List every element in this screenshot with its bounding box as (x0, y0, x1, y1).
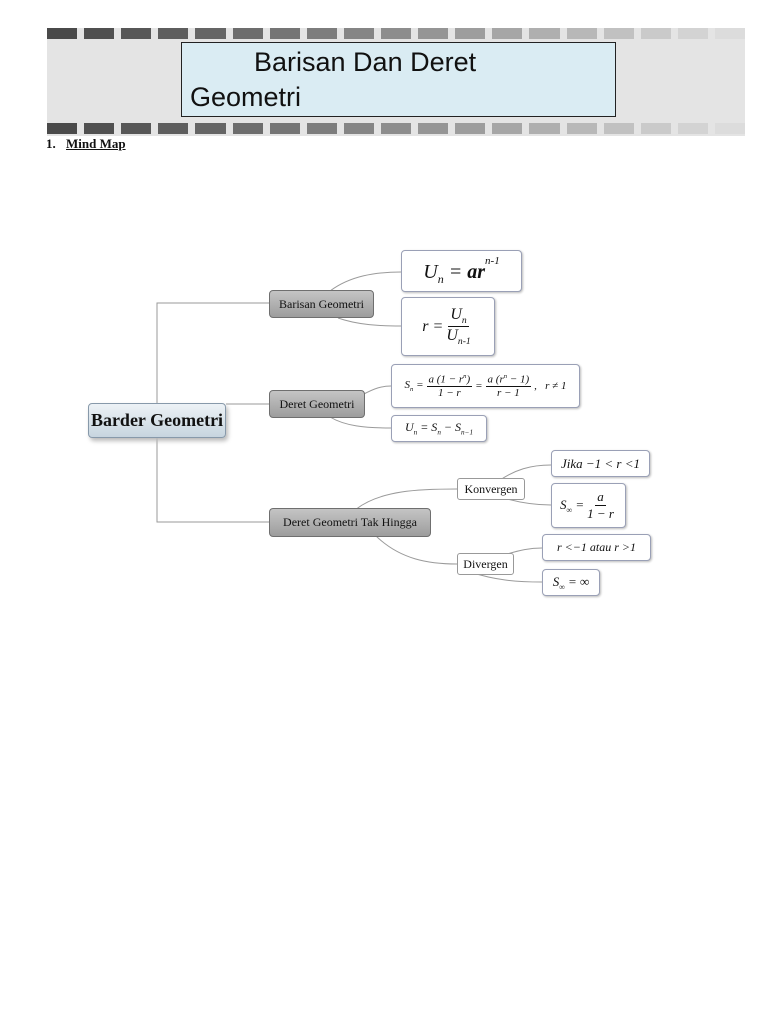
page-title-line2: Geometri (190, 82, 302, 112)
formula-un-sn: Un = Sn − Sn−1 (391, 415, 487, 442)
section-label: Mind Map (66, 136, 126, 151)
section-number: 1. (46, 136, 56, 151)
node-konvergen: Konvergen (457, 478, 525, 500)
formula-s-infinity-divergen: S∞ = ∞ (542, 569, 600, 596)
node-barisan-geometri: Barisan Geometri (269, 290, 374, 318)
decorative-strip-top (47, 28, 746, 39)
page-title-line1: Barisan Dan Deret (254, 47, 477, 77)
formula-sn: Sn = a (1 − rn)1 − r = a (rn − 1)r − 1 ,… (391, 364, 580, 408)
formula-un: Un = arn-1 (401, 250, 522, 292)
node-deret-geometri: Deret Geometri (269, 390, 365, 418)
title-box: Barisan Dan Deret Geometri (181, 42, 616, 117)
formula-jika-konvergen: Jika −1 < r <1 (551, 450, 650, 477)
node-divergen: Divergen (457, 553, 514, 575)
section-heading: 1. Mind Map (46, 136, 126, 152)
formula-divergen-condition: r <−1 atau r >1 (542, 534, 651, 561)
decorative-strip-bottom (47, 123, 746, 134)
node-deret-geometri-tak-hingga: Deret Geometri Tak Hingga (269, 508, 431, 537)
mindmap-root-node: Barder Geometri (88, 403, 226, 438)
